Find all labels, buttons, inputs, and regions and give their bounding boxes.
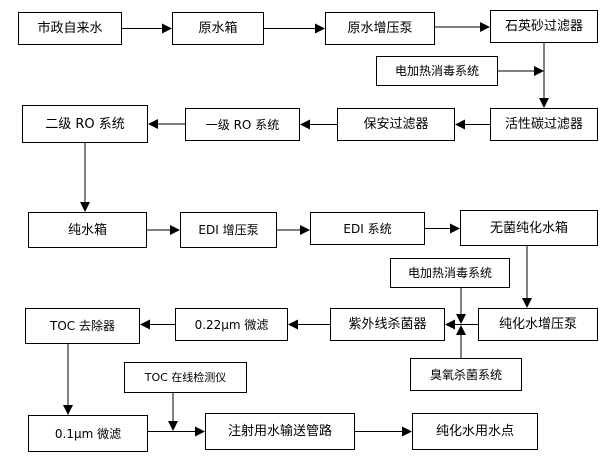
node-label: 无菌纯化水箱 <box>489 220 568 236</box>
edge-tapwater-to-rawtank <box>122 23 172 34</box>
node-edi-booster-pump[interactable]: EDI 增压泵 <box>180 212 277 248</box>
node-sterile-purified-water-tank[interactable]: 无菌纯化水箱 <box>460 210 598 246</box>
edge-purewatertank-to-edipump <box>147 225 180 235</box>
node-toc-online-analyser[interactable]: TOC 在线检测仪 <box>124 362 247 393</box>
node-label: 原水增压泵 <box>347 21 413 36</box>
node-raw-water-booster-pump[interactable]: 原水增压泵 <box>325 12 435 45</box>
edge-heater2-to-junction <box>456 288 466 324</box>
node-raw-water-tank[interactable]: 原水箱 <box>172 12 264 45</box>
node-label: 原水箱 <box>198 21 238 36</box>
node-label: 注射用水输送管路 <box>227 424 332 439</box>
node-ozone-sterilization-system[interactable]: 臭氧杀菌系统 <box>410 358 522 391</box>
node-label: 电加热消毒系统 <box>394 64 479 78</box>
node-purified-water-booster-pump[interactable]: 纯化水增压泵 <box>478 308 598 341</box>
node-activated-carbon-filter[interactable]: 活性碳过滤器 <box>490 108 598 141</box>
node-electric-heat-disinfection-system-2[interactable]: 电加热消毒系统 <box>390 258 510 288</box>
node-label: 保安过滤器 <box>363 117 429 132</box>
node-label: 纯化水用水点 <box>435 424 514 439</box>
edge-edisystem-to-steriletank <box>425 223 460 234</box>
node-label: 电加热消毒系统 <box>407 266 492 280</box>
node-label: 市政自来水 <box>37 21 103 36</box>
node-quartz-sand-filter[interactable]: 石英砂过滤器 <box>490 10 598 43</box>
node-toc-remover[interactable]: TOC 去除器 <box>25 308 140 344</box>
node-label: 二级 RO 系统 <box>45 116 125 132</box>
node-label: EDI 系统 <box>343 221 392 236</box>
node-ro-stage-1-system[interactable]: 一级 RO 系统 <box>185 108 300 141</box>
node-pure-water-tank[interactable]: 纯水箱 <box>28 212 147 248</box>
node-security-filter[interactable]: 保安过滤器 <box>337 108 455 141</box>
node-wfi-distribution-loop[interactable]: 注射用水输送管路 <box>205 413 355 450</box>
edge-heater1-to-trunk <box>498 66 544 76</box>
node-label: 石英砂过滤器 <box>504 19 583 34</box>
node-municipal-tap-water[interactable]: 市政自来水 <box>18 12 122 45</box>
edge-ozone-to-junction <box>456 325 466 358</box>
node-label: 纯化水增压泵 <box>498 317 577 332</box>
node-purified-water-use-point[interactable]: 纯化水用水点 <box>412 413 538 450</box>
edge-steriletank-to-boosterpump <box>522 246 532 308</box>
edge-uvsterilizer-to-micro022 <box>288 319 330 330</box>
edge-edipump-to-edisystem <box>277 225 310 235</box>
edge-wfiloop-to-usepoint <box>355 426 412 437</box>
node-electric-heat-disinfection-system-1[interactable]: 电加热消毒系统 <box>376 56 498 86</box>
node-label: TOC 在线检测仪 <box>144 371 227 384</box>
edge-securityfilter-to-ro1 <box>300 119 337 130</box>
edge-tocremover-to-micro01 <box>63 344 73 415</box>
edge-rawtank-to-rawpump <box>264 23 325 34</box>
node-label: EDI 增压泵 <box>198 223 259 237</box>
edge-micro01-to-wfiloop <box>148 426 205 437</box>
edge-quartzfilter-to-carbonfilter <box>539 43 549 108</box>
node-label: 一级 RO 系统 <box>205 117 280 132</box>
edge-ro2-to-purewatertank <box>80 143 90 212</box>
edge-ro1-to-ro2 <box>148 119 185 129</box>
edge-rawpump-to-quartzfilter <box>435 22 490 32</box>
edge-tocanalyser-to-wfiline <box>168 393 178 431</box>
node-label: 纯水箱 <box>67 222 107 238</box>
node-microfilter-022um[interactable]: 0.22μm 微滤 <box>175 308 288 341</box>
edge-boosterpump-to-uvsterilizer <box>445 319 478 330</box>
node-ro-stage-2-system[interactable]: 二级 RO 系统 <box>22 105 148 143</box>
node-label: 紫外线杀菌器 <box>348 317 427 332</box>
edge-carbonfilter-to-securityfilter <box>455 119 490 130</box>
node-label: 臭氧杀菌系统 <box>429 367 502 382</box>
node-edi-system[interactable]: EDI 系统 <box>310 212 425 245</box>
node-label: 活性碳过滤器 <box>504 117 583 132</box>
node-uv-sterilizer[interactable]: 紫外线杀菌器 <box>330 308 445 341</box>
node-label: 0.22μm 微滤 <box>194 317 269 332</box>
node-microfilter-01um[interactable]: 0.1μm 微滤 <box>28 415 148 452</box>
node-label: TOC 去除器 <box>50 319 115 333</box>
edge-micro022-to-tocremover <box>140 319 175 330</box>
node-label: 0.1μm 微滤 <box>54 426 122 441</box>
